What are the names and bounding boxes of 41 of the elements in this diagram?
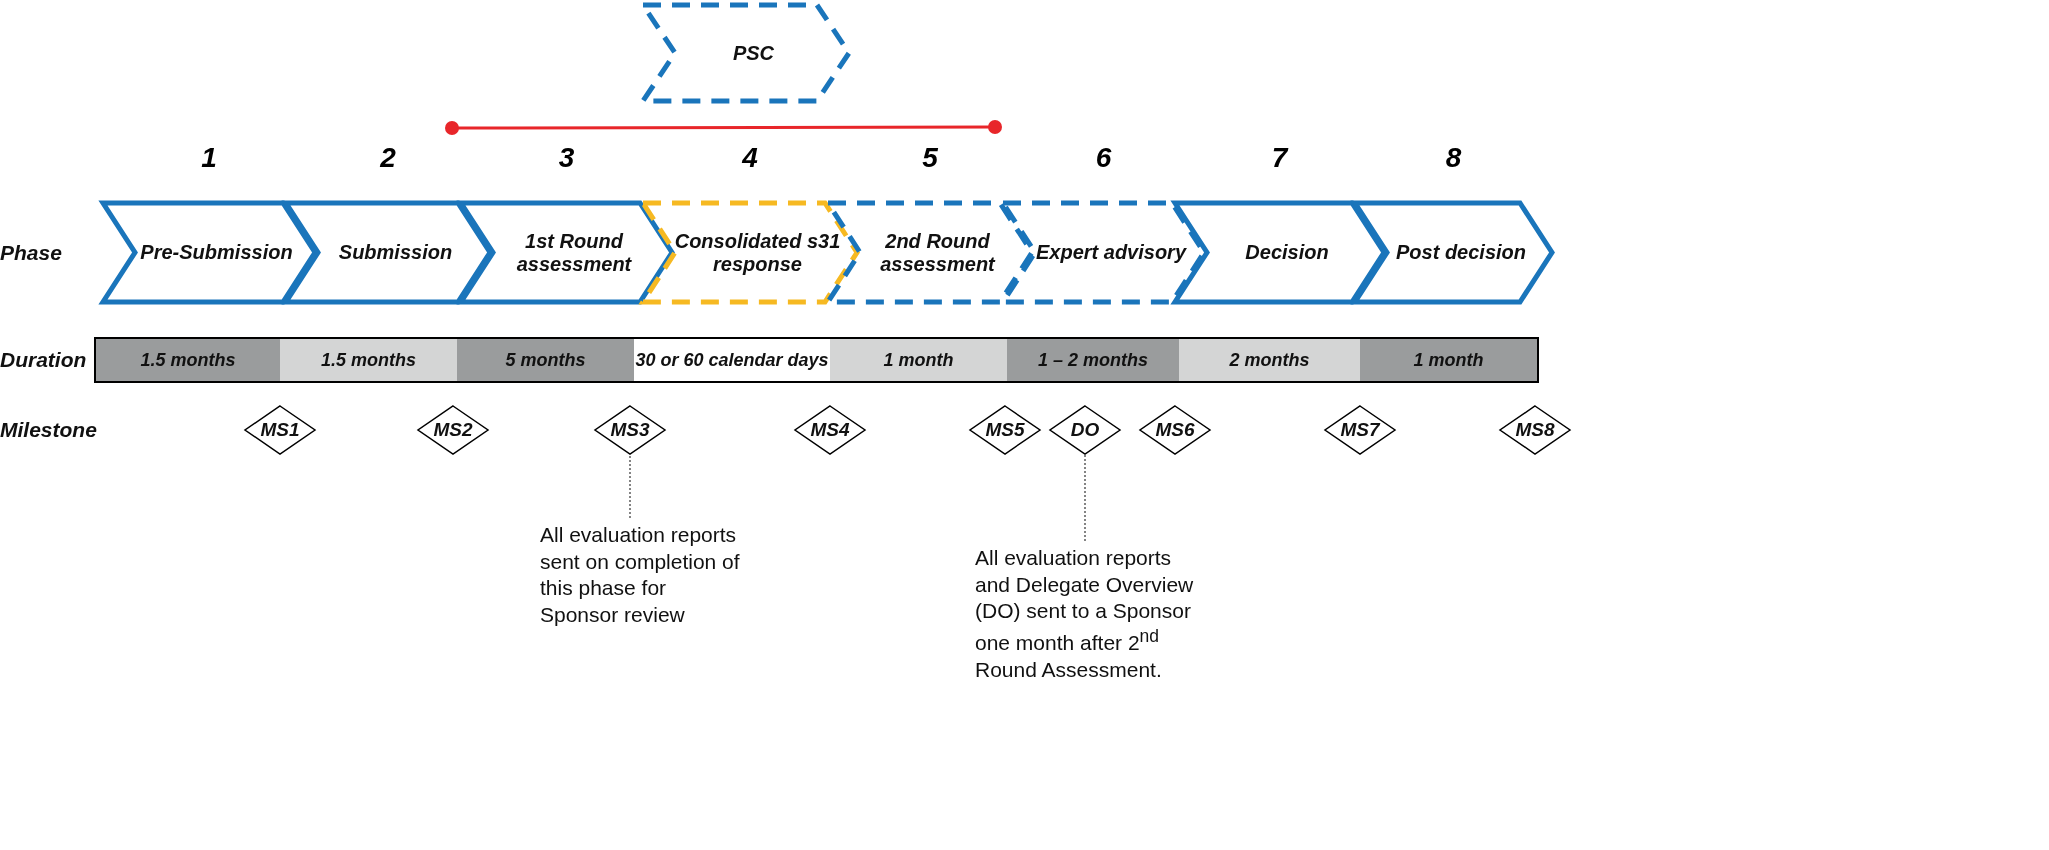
phase-label: PSC [732, 41, 775, 65]
duration-bar [94, 337, 1539, 383]
leader-line [629, 454, 631, 519]
phase-label: Post decision [1396, 241, 1526, 264]
row-label: Duration [0, 348, 87, 372]
phase-number: 5 [921, 142, 939, 174]
note-text: All evaluation reports sent on completion of this phase for Sponsor review [540, 522, 740, 628]
leader-line [1084, 454, 1086, 542]
milestone-label: MS5 [985, 419, 1025, 441]
duration-cell: 1 month [830, 339, 1007, 381]
duration-cell: 1 month [1360, 339, 1537, 381]
milestone-label: MS1 [260, 419, 300, 441]
phase-label: Submission [338, 241, 453, 264]
note-text: All evaluation reports and Delegate Overview (DO) sent to a Sponsor one month after 2$^{nd}$ Round Assessment. [975, 545, 1195, 683]
phase-number: 6 [1094, 142, 1113, 174]
row-label: Milestone [0, 418, 97, 442]
duration-cell: 2 months [1179, 339, 1360, 381]
phase-label: Consolidated s31 response [673, 230, 842, 275]
milestone-label: MS2 [433, 419, 473, 441]
phase-label: Pre-Submission [140, 241, 293, 264]
phase-label: Decision [1245, 241, 1329, 264]
milestone-label: MS4 [810, 419, 850, 441]
phase-label: 1st Round assessment [515, 230, 633, 275]
milestone-label: MS3 [610, 419, 650, 441]
duration-cell: 1 – 2 months [1007, 339, 1179, 381]
phase-number: 4 [741, 142, 759, 174]
phase-number: 3 [557, 142, 576, 174]
milestone-label: MS8 [1515, 419, 1555, 441]
phase-number: 8 [1444, 142, 1463, 174]
phase-label: Expert advisory [1035, 241, 1187, 264]
phase-label: 2nd Round assessment [879, 230, 997, 275]
phase-number: 2 [379, 142, 397, 174]
duration-cell: 1.5 months [96, 339, 280, 381]
milestone-label: MS6 [1155, 419, 1195, 441]
milestone-label: MS7 [1340, 419, 1380, 441]
duration-cell: 1.5 months [280, 339, 457, 381]
phase-number: 7 [1270, 142, 1290, 174]
duration-cell: 5 months [457, 339, 634, 381]
milestone-label: DO [1070, 419, 1100, 441]
phase-number: 1 [200, 142, 218, 174]
row-label: Phase [0, 241, 62, 265]
